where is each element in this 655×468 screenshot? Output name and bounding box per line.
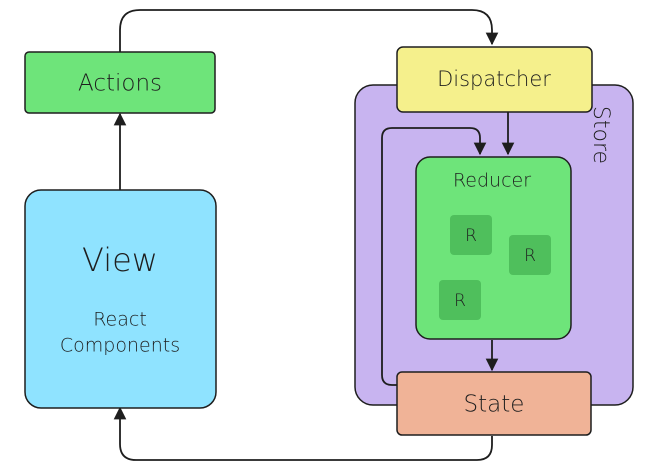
dispatcher-label: Dispatcher: [437, 67, 551, 91]
state-box: [396, 371, 592, 436]
reducer-label: Reducer: [453, 170, 531, 192]
reducer-item-box: [509, 235, 551, 275]
state-label: State: [464, 392, 525, 418]
dispatcher-box: [396, 46, 593, 113]
reducer-item-label: R: [524, 246, 536, 266]
view-box: [24, 189, 217, 409]
view-node: View React Components: [24, 189, 217, 409]
view-sub-line-2: Components: [60, 335, 180, 357]
store-label: Store: [588, 106, 613, 164]
dispatcher-node: Dispatcher: [396, 46, 593, 113]
reducer-item: R: [450, 215, 492, 255]
edge-state-to-view: [113, 406, 493, 461]
reducer-item: R: [509, 235, 551, 275]
reducer-item-box: [439, 280, 481, 320]
reducer-item-box: [450, 215, 492, 255]
actions-label: Actions: [78, 71, 162, 97]
edge-state-to-reducer: [381, 127, 487, 386]
view-label: View: [82, 241, 158, 279]
reducer-item-label: R: [454, 291, 466, 311]
edges: [113, 9, 515, 461]
edge-actions-to-dispatcher: [119, 9, 499, 52]
reducer-item: R: [439, 280, 481, 320]
state-node: State: [396, 371, 592, 436]
reducer-node: Reducer R R R: [415, 156, 572, 340]
view-sub-line-1: React: [93, 309, 147, 331]
reducer-item-label: R: [465, 226, 477, 246]
actions-box: [24, 51, 216, 114]
actions-node: Actions: [24, 51, 216, 114]
